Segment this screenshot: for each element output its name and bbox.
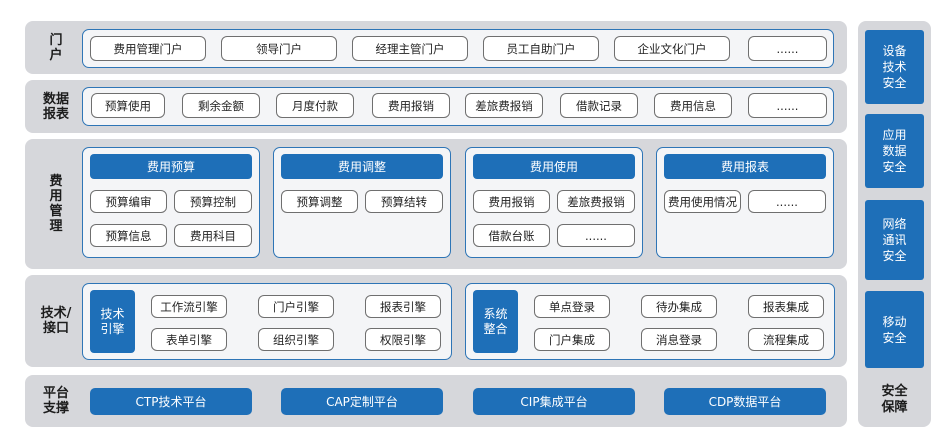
engine-item[interactable]: 门户引擎 <box>258 295 334 318</box>
integration-item[interactable]: 单点登录 <box>534 295 610 318</box>
security-item[interactable]: 网络 通讯 安全 <box>865 200 924 280</box>
expense-item[interactable]: 费用使用情况 <box>664 190 741 213</box>
expense-group-title: 费用报表 <box>664 154 826 179</box>
integration-item[interactable]: 报表集成 <box>748 295 824 318</box>
portal-layer-label: 门 户 <box>49 32 63 63</box>
expense-item[interactable]: ...... <box>557 224 635 247</box>
expense-group-title: 费用调整 <box>281 154 443 179</box>
expense-item[interactable]: 预算控制 <box>174 190 252 213</box>
expense-item[interactable]: 预算编审 <box>90 190 167 213</box>
portal-item[interactable]: 经理主管门户 <box>352 36 468 61</box>
expense-item[interactable]: 费用报销 <box>473 190 550 213</box>
platform-layer-label: 平台 支撑 <box>42 386 69 416</box>
expense-item[interactable]: 借款台账 <box>473 224 550 247</box>
portal-item[interactable]: 领导门户 <box>221 36 337 61</box>
platform-item[interactable]: CDP数据平台 <box>664 388 826 415</box>
platform-item[interactable]: CIP集成平台 <box>473 388 635 415</box>
tech-engine-block: 技术 引擎 <box>90 290 135 353</box>
report-item[interactable]: 费用信息 <box>654 93 732 118</box>
report-item[interactable]: 预算使用 <box>91 93 165 118</box>
engine-item[interactable]: 组织引擎 <box>258 328 334 351</box>
expense-item[interactable]: 预算调整 <box>281 190 358 213</box>
engine-item[interactable]: 报表引擎 <box>365 295 441 318</box>
integration-item[interactable]: 流程集成 <box>748 328 824 351</box>
security-item[interactable]: 移动 安全 <box>865 291 924 368</box>
expense-layer-label: 费 用 管 理 <box>49 174 63 234</box>
reports-layer-label: 数据 报表 <box>42 91 69 122</box>
engine-item[interactable]: 表单引擎 <box>151 328 227 351</box>
integration-item[interactable]: 待办集成 <box>641 295 717 318</box>
report-item[interactable]: ...... <box>748 93 827 118</box>
portal-item[interactable]: 员工自助门户 <box>483 36 599 61</box>
report-item[interactable]: 差旅费报销 <box>465 93 543 118</box>
security-title: 安全 保障 <box>881 384 908 415</box>
platform-item[interactable]: CAP定制平台 <box>281 388 443 415</box>
portal-item[interactable]: 费用管理门户 <box>90 36 206 61</box>
expense-item[interactable]: 费用科目 <box>174 224 252 247</box>
security-item[interactable]: 设备 技术 安全 <box>865 30 924 104</box>
security-item[interactable]: 应用 数据 安全 <box>865 114 924 188</box>
expense-item[interactable]: ...... <box>748 190 826 213</box>
integration-item[interactable]: 门户集成 <box>534 328 610 351</box>
platform-item[interactable]: CTP技术平台 <box>90 388 252 415</box>
integration-item[interactable]: 消息登录 <box>641 328 717 351</box>
expense-group-title: 费用使用 <box>473 154 635 179</box>
report-item[interactable]: 剩余金额 <box>182 93 260 118</box>
expense-item[interactable]: 预算信息 <box>90 224 167 247</box>
expense-item[interactable]: 差旅费报销 <box>557 190 635 213</box>
portal-item[interactable]: 企业文化门户 <box>614 36 730 61</box>
portal-item[interactable]: ...... <box>748 36 827 61</box>
tech-layer-label: 技术/ 接口 <box>40 306 72 336</box>
expense-item[interactable]: 预算结转 <box>365 190 443 213</box>
expense-group-title: 费用预算 <box>90 154 252 179</box>
report-item[interactable]: 借款记录 <box>560 93 638 118</box>
engine-item[interactable]: 工作流引擎 <box>151 295 227 318</box>
report-item[interactable]: 月度付款 <box>276 93 354 118</box>
engine-item[interactable]: 权限引擎 <box>365 328 441 351</box>
report-item[interactable]: 费用报销 <box>372 93 450 118</box>
tech-integration-block: 系统 整合 <box>473 290 518 353</box>
